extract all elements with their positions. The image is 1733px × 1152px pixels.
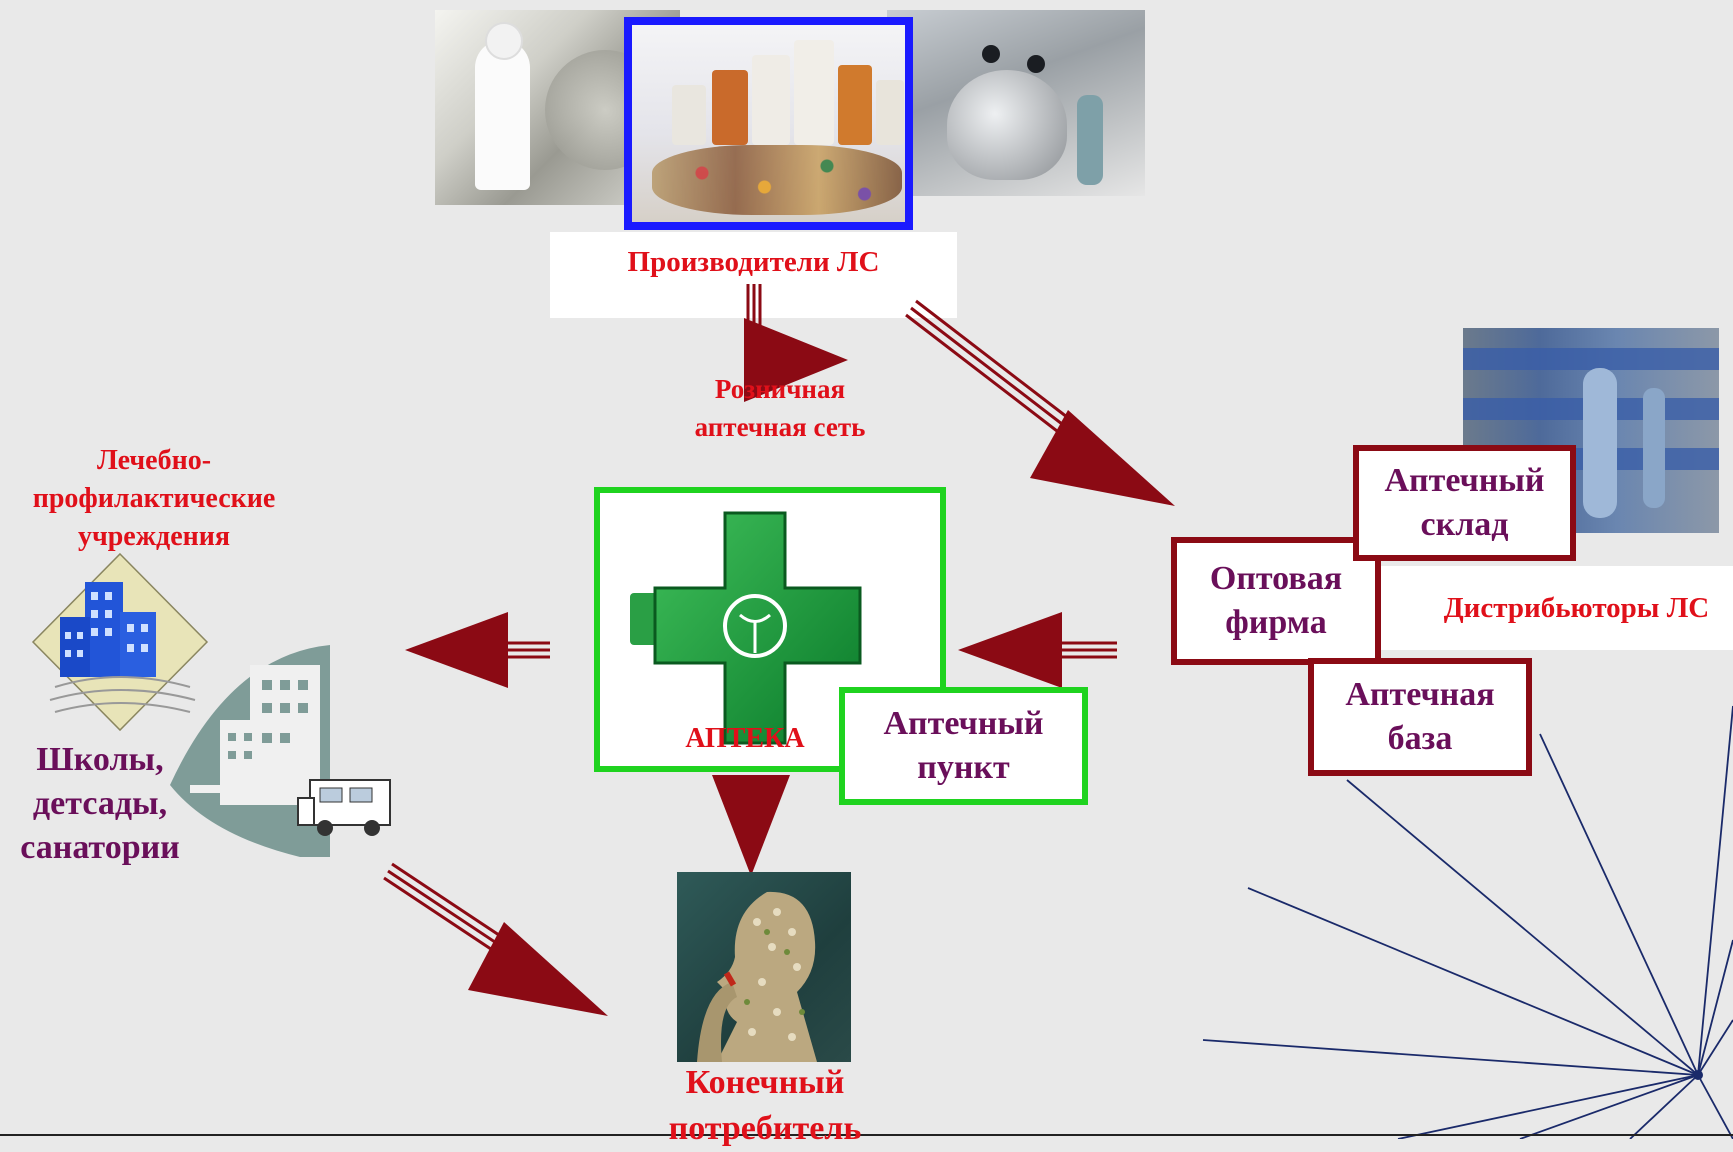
pharmacy-point-box: Аптечный пункт xyxy=(839,687,1088,805)
warehouse-photo xyxy=(1463,328,1719,533)
pills-photo xyxy=(624,17,913,230)
base-line1: Аптечная xyxy=(1345,676,1495,713)
schools-label-line3: санатории xyxy=(20,829,180,866)
medical-label-line2: профилактические xyxy=(32,483,276,514)
consumer-label-line1: Конечный xyxy=(685,1064,845,1101)
retail-label-line1: Розничная xyxy=(714,374,846,404)
wholesale-line2: фирма xyxy=(1225,604,1327,641)
schools-label-line2: детсады, xyxy=(32,785,168,822)
pharmacy-point-line1: Аптечный xyxy=(883,705,1044,742)
pharmacy-point-line2: пункт xyxy=(917,749,1010,786)
schools-label-line1: Школы, xyxy=(36,741,164,778)
green-cross-icon xyxy=(630,511,862,745)
pharmacy-base-box: Аптечная база xyxy=(1308,658,1532,776)
schools-label: Школы, детсады, санатории xyxy=(0,738,200,870)
consumer-photo xyxy=(677,872,851,1062)
pharmacy-to-medical-arrowhead xyxy=(405,612,508,688)
distributors-label: Дистрибьюторы ЛС xyxy=(1443,591,1710,624)
base-line2: база xyxy=(1387,720,1453,757)
medical-label-line1: Лечебно- xyxy=(96,445,212,476)
warehouse-line1: Аптечный xyxy=(1384,462,1545,499)
medical-to-consumer-arrowhead xyxy=(468,922,608,1016)
retail-label-line2: аптечная сеть xyxy=(694,412,866,442)
retail-label: Розничная аптечная сеть xyxy=(650,370,910,446)
reactor-photo xyxy=(887,10,1145,196)
warehouse-line2: склад xyxy=(1420,506,1509,543)
medical-institutions-label: Лечебно- профилактические учреждения xyxy=(0,442,308,556)
wholesale-line1: Оптовая xyxy=(1209,560,1343,597)
decorative-star-lines xyxy=(1202,705,1733,1139)
distributors-label-box: Дистрибьюторы ЛС xyxy=(1380,566,1733,650)
buildings-icon xyxy=(25,552,215,732)
consumer-label: Конечный потребитель xyxy=(630,1060,900,1152)
producers-to-retail-arrowhead xyxy=(744,318,848,402)
hospital-ambulance-icon xyxy=(170,645,405,860)
producers-to-distributors-arrowhead xyxy=(1030,410,1175,506)
medical-label-line3: учреждения xyxy=(77,521,231,552)
distributors-to-pharmacy-arrowhead xyxy=(958,612,1062,688)
consumer-label-line2: потребитель xyxy=(668,1110,862,1147)
pharmacy-warehouse-box: Аптечный склад xyxy=(1353,445,1576,561)
producers-label: Производители ЛС xyxy=(627,246,880,278)
pharmacy-to-consumer-arrowhead xyxy=(712,775,790,876)
pharmacy-label: АПТЕКА xyxy=(685,723,805,754)
star-center-icon xyxy=(1693,1070,1703,1080)
wholesale-firm-box: Оптовая фирма xyxy=(1171,537,1381,665)
